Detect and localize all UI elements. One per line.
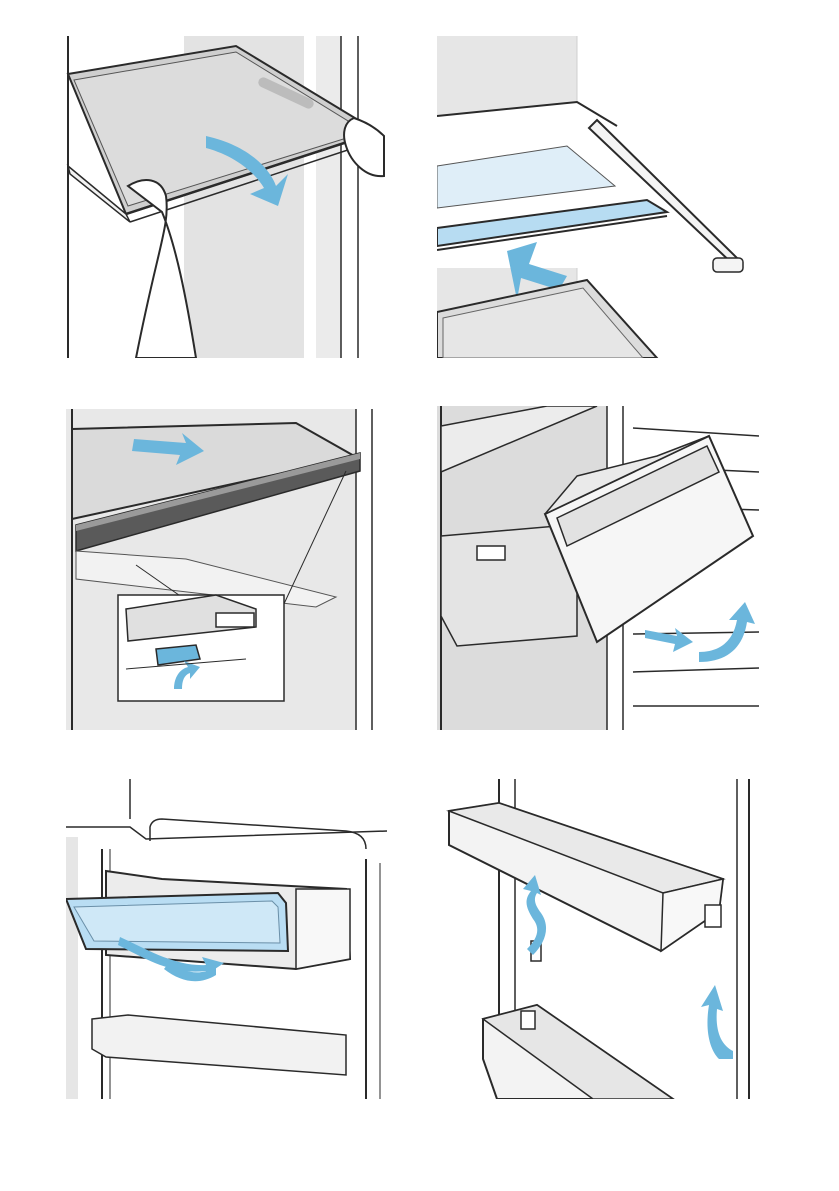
panel-shelf-rail-release xyxy=(66,409,387,730)
remove-door-rack-illustration xyxy=(437,779,759,1099)
remove-door-compartment-lid-illustration xyxy=(66,779,387,1099)
detail-callout xyxy=(118,595,284,701)
remove-freezer-drawer-illustration xyxy=(437,406,759,730)
panel-remove-door-rack xyxy=(437,779,759,1099)
shelf-rail-release-illustration xyxy=(66,409,387,730)
panel-remove-glass-shelf xyxy=(66,36,387,358)
insert-glass-shelf-illustration xyxy=(437,36,759,358)
panel-remove-freezer-drawer xyxy=(437,406,759,730)
panel-insert-glass-shelf xyxy=(437,36,759,358)
panel-remove-door-compartment-lid xyxy=(66,779,387,1099)
cabinet-side-wall xyxy=(316,36,341,358)
remove-glass-shelf-illustration xyxy=(66,36,387,358)
